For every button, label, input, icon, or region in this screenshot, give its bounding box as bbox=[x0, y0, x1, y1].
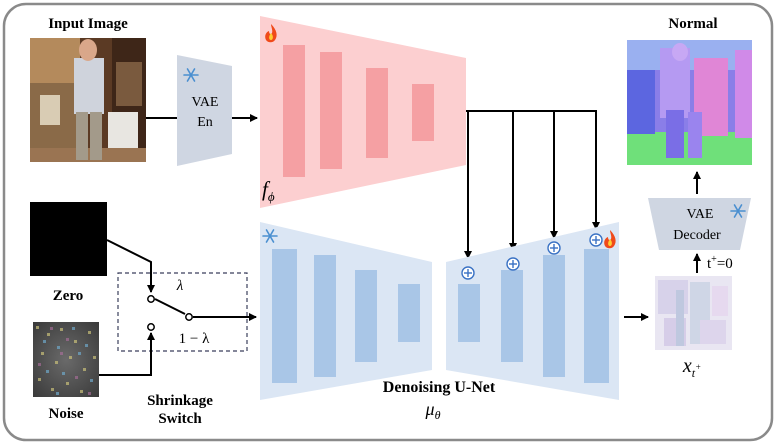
snowflake-icon bbox=[262, 229, 278, 243]
f-phi-encoder bbox=[260, 16, 466, 208]
snowflake-icon bbox=[730, 204, 746, 218]
vae-decoder-label-2: Decoder bbox=[673, 228, 721, 243]
shrinkage-switch-label-1: Shrinkage bbox=[147, 393, 213, 409]
vae-encoder-label-1: VAE bbox=[192, 95, 219, 110]
mu-theta-label: μθ bbox=[425, 399, 441, 422]
switch-node-out bbox=[185, 313, 193, 321]
switch-node-top bbox=[147, 295, 155, 303]
f-phi-label: fϕ bbox=[262, 177, 275, 204]
skip-connections bbox=[464, 110, 600, 259]
shrinkage-switch-label-2: Switch bbox=[158, 411, 202, 427]
switch-node-bottom bbox=[147, 323, 155, 331]
switch-wiring bbox=[99, 239, 257, 376]
unet-title: Denoising U-Net bbox=[383, 379, 496, 396]
x-t-plus-label: xt+ bbox=[682, 355, 701, 380]
one-minus-lambda-label: 1 − λ bbox=[179, 331, 210, 347]
shrinkage-switch-box bbox=[117, 272, 248, 352]
flame-icon bbox=[604, 230, 616, 249]
input-image-title: Input Image bbox=[48, 16, 128, 32]
latent-output-image bbox=[655, 276, 732, 350]
t-plus-zero-label: t+=0 bbox=[707, 254, 733, 272]
vae-decoder: VAE Decoder bbox=[648, 198, 751, 250]
normal-output-image bbox=[627, 40, 752, 165]
unet-encoder-half bbox=[260, 222, 432, 400]
noise-input-image bbox=[33, 322, 99, 397]
vae-decoder-label-1: VAE bbox=[687, 207, 714, 222]
noise-label: Noise bbox=[49, 406, 84, 422]
zero-input-image bbox=[30, 202, 107, 276]
input-image-thumbnail bbox=[30, 38, 146, 162]
plus-icon bbox=[461, 233, 603, 280]
flame-icon bbox=[265, 24, 277, 43]
vae-encoder: VAE En bbox=[177, 55, 232, 166]
normal-title: Normal bbox=[668, 16, 717, 32]
unet-decoder-half bbox=[446, 222, 619, 400]
snowflake-icon bbox=[183, 68, 199, 82]
zero-label: Zero bbox=[53, 288, 84, 304]
lambda-label: λ bbox=[176, 278, 184, 294]
vae-encoder-label-2: En bbox=[197, 115, 213, 130]
